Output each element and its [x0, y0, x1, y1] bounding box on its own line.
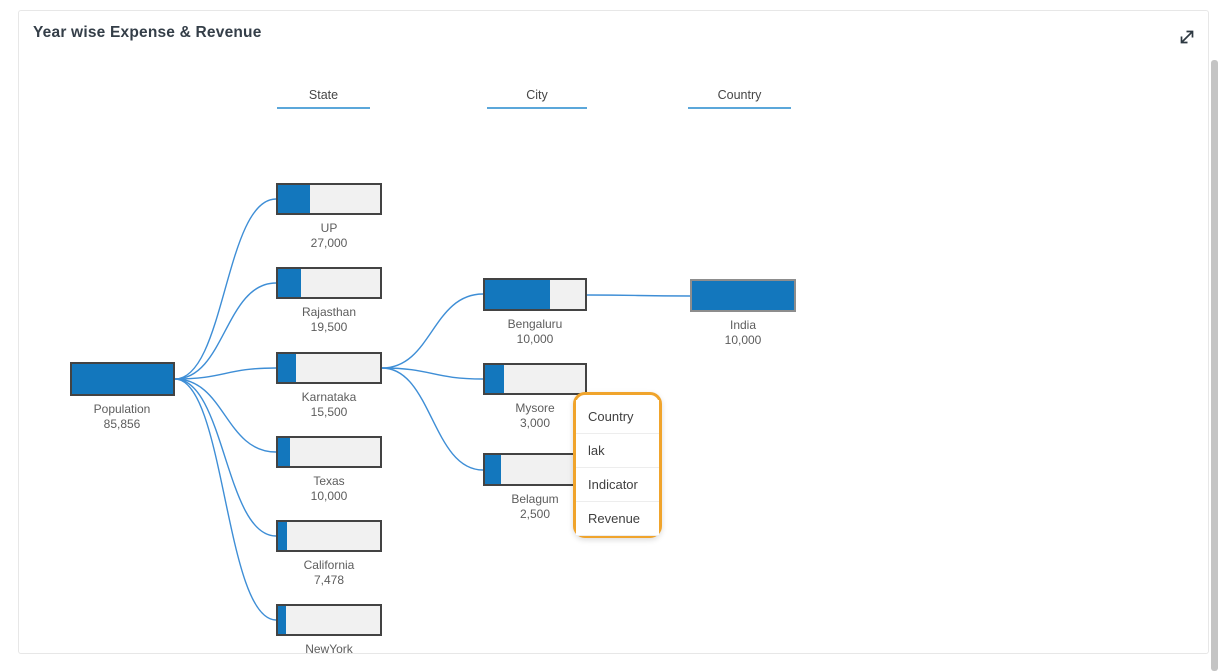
- node-label: Belagum: [511, 492, 559, 506]
- node-label: California: [303, 558, 355, 572]
- tree-node-rajasthan[interactable]: [276, 267, 382, 299]
- node-fill-bar: [278, 438, 290, 466]
- node-label: Population: [93, 402, 151, 416]
- level-header-city[interactable]: City: [487, 88, 587, 109]
- tree-node-mysore[interactable]: [483, 363, 587, 395]
- node-label: India: [729, 318, 757, 332]
- tree-node-bengaluru[interactable]: [483, 278, 587, 311]
- node-label: NewYork: [305, 642, 353, 656]
- node-value: 27,000: [310, 236, 348, 250]
- expand-diagonal-arrows-icon: [1180, 30, 1194, 44]
- tree-node-karnataka-label: Karnataka 15,500: [259, 390, 399, 420]
- node-label: UP: [320, 221, 338, 235]
- node-fill-bar: [485, 365, 505, 393]
- tree-node-mysore-label: Mysore 3,000: [465, 401, 605, 431]
- menu-item-lak[interactable]: lak: [576, 434, 659, 468]
- level-header-state[interactable]: State: [277, 88, 370, 109]
- node-value: 85,856: [103, 417, 141, 431]
- node-fill-bar: [278, 606, 286, 634]
- tree-node-up-label: UP 27,000: [259, 221, 399, 251]
- menu-item-country[interactable]: Country: [576, 400, 659, 434]
- menu-item-indicator[interactable]: Indicator: [576, 468, 659, 502]
- chart-card: [18, 10, 1209, 654]
- node-label: Mysore: [515, 401, 555, 415]
- node-fill-bar: [278, 522, 287, 550]
- node-value: 7,478: [313, 573, 345, 587]
- node-label: Karnataka: [301, 390, 357, 404]
- expand-icon[interactable]: [1176, 26, 1198, 48]
- tree-node-california-label: California 7,478: [259, 558, 399, 588]
- node-value: 15,500: [310, 405, 348, 419]
- tree-node-california[interactable]: [276, 520, 382, 552]
- tree-node-up[interactable]: [276, 183, 382, 215]
- node-value: 10,000: [724, 333, 762, 347]
- tree-node-texas-label: Texas 10,000: [259, 474, 399, 504]
- tree-node-population[interactable]: [70, 362, 175, 396]
- level-header-country[interactable]: Country: [688, 88, 791, 109]
- tree-node-rajasthan-label: Rajasthan 19,500: [259, 305, 399, 335]
- tree-node-newyork-label: NewYork: [259, 642, 399, 657]
- tree-node-texas[interactable]: [276, 436, 382, 468]
- node-fill-bar: [278, 269, 302, 297]
- node-label: Rajasthan: [301, 305, 357, 319]
- vertical-scrollbar-thumb[interactable]: [1211, 60, 1218, 671]
- node-label: Bengaluru: [507, 317, 563, 331]
- node-value: 19,500: [310, 320, 348, 334]
- node-value: 2,500: [519, 507, 551, 521]
- node-fill-bar: [278, 185, 311, 213]
- node-fill-bar: [692, 281, 794, 310]
- tree-node-belagum-label: Belagum 2,500: [465, 492, 605, 522]
- menu-item-revenue[interactable]: Revenue: [576, 502, 659, 536]
- node-label: Texas: [313, 474, 345, 488]
- node-value: 10,000: [516, 332, 554, 346]
- tree-node-belagum[interactable]: [483, 453, 587, 486]
- node-value: 10,000: [310, 489, 348, 503]
- field-dropdown-menu: Country lak Indicator Revenue: [573, 392, 662, 538]
- node-fill-bar: [485, 455, 502, 484]
- tree-node-karnataka[interactable]: [276, 352, 382, 384]
- node-value: 3,000: [519, 416, 551, 430]
- tree-node-newyork[interactable]: [276, 604, 382, 636]
- tree-node-india[interactable]: [690, 279, 796, 312]
- node-fill-bar: [278, 354, 297, 382]
- tree-node-population-label: Population 85,856: [52, 402, 192, 432]
- chart-title: Year wise Expense & Revenue: [33, 24, 262, 41]
- node-fill-bar: [485, 280, 550, 309]
- tree-node-india-label: India 10,000: [673, 318, 813, 348]
- tree-node-bengaluru-label: Bengaluru 10,000: [465, 317, 605, 347]
- node-fill-bar: [72, 364, 173, 394]
